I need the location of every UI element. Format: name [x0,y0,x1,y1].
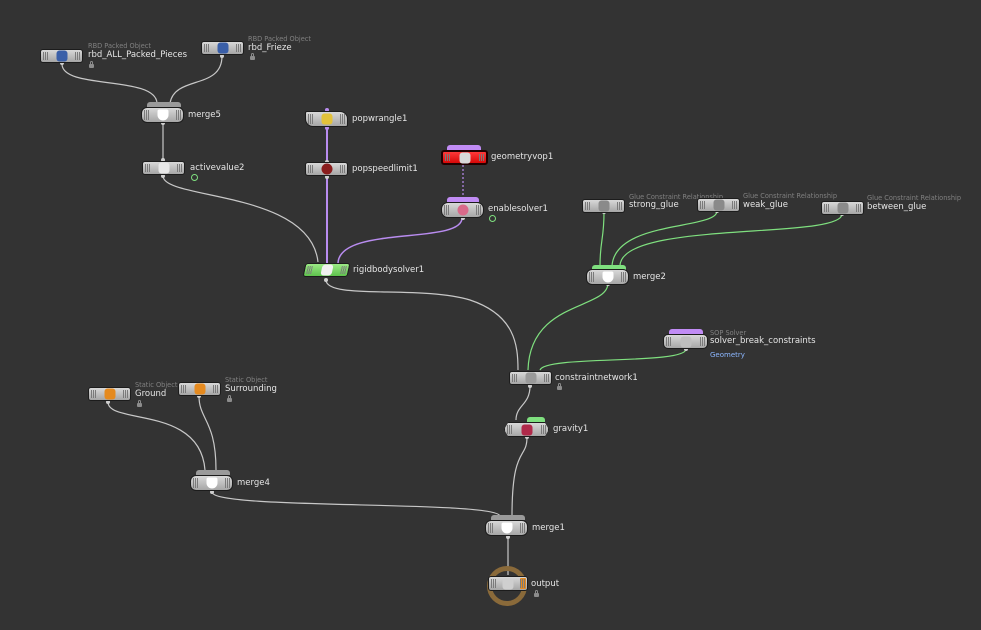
status-flag-icon[interactable] [191,174,198,181]
node-name-label[interactable]: merge5 [188,110,221,120]
sop-solver-icon[interactable] [663,334,708,349]
wire-ground-merge4 [107,401,206,471]
node-name-label[interactable]: gravity1 [553,424,589,434]
wire-enable-rigid [337,217,463,264]
glue-constraint-icon[interactable] [821,201,864,215]
glue-constraint-icon[interactable] [697,198,740,212]
merge-input-bar [491,515,525,520]
wire-gravity-merge1 [511,436,528,517]
merge-icon[interactable] [141,107,184,123]
wrangle-icon[interactable] [305,111,348,127]
node-name-label[interactable]: Ground [135,389,167,399]
node-name-label[interactable]: activevalue2 [190,163,245,173]
lock-icon[interactable] [250,53,255,60]
constraint-network-icon[interactable] [509,371,552,385]
enable-solver-icon[interactable] [441,202,484,218]
wire-rbdall-merge5 [61,63,158,104]
merge-input-bar [147,102,181,107]
wire-weak-merge2 [611,210,718,267]
status-flag-icon[interactable] [489,215,496,222]
node-name-label[interactable]: Surrounding [225,384,277,394]
lock-icon[interactable] [137,400,142,407]
node-name-label[interactable]: strong_glue [629,200,679,210]
merge-icon[interactable] [485,520,528,536]
vop-icon[interactable] [441,150,488,165]
node-name-label[interactable]: merge4 [237,478,270,488]
node-data-label[interactable]: Geometry [710,351,745,359]
merge-input-bar [592,265,626,270]
lock-icon[interactable] [89,61,94,68]
wire-solver-constraint [539,348,687,371]
node-type-label: Glue Constraint Relationship [629,193,724,201]
node-name-label[interactable]: rbd_Frieze [248,43,292,53]
packed-object-icon[interactable] [201,41,244,55]
output-icon[interactable] [488,576,528,591]
wire-merge4-merge1 [211,491,501,517]
node-type-label: SOP Solver [710,329,747,337]
node-name-label[interactable]: enablesolver1 [488,204,548,214]
node-name-label[interactable]: rigidbodysolver1 [353,265,425,275]
wire-rigid-constraint [325,279,519,371]
node-name-label[interactable]: popspeedlimit1 [352,164,418,174]
node-name-label[interactable]: weak_glue [743,200,788,210]
merge-icon[interactable] [190,475,233,491]
node-type-label: RBD Packed Object [88,42,152,50]
node-type-label: Static Object [135,381,178,389]
gravity-icon[interactable] [504,422,549,437]
node-type-label: RBD Packed Object [248,35,312,43]
lock-icon[interactable] [534,590,539,597]
node-name-label[interactable]: rbd_ALL_Packed_Pieces [88,50,188,60]
lock-icon[interactable] [557,383,562,390]
glue-constraint-icon[interactable] [582,199,625,213]
rigid-body-solver-icon[interactable] [302,263,351,277]
lock-icon[interactable] [227,395,232,402]
wire-strong-merge2 [599,211,605,267]
merge-input-bar [196,470,230,475]
node-name-label[interactable]: merge2 [633,272,666,282]
wire-merge2-constraint [527,282,609,371]
static-object-icon[interactable] [178,382,221,396]
solver-input-bar [669,329,703,334]
static-object-icon[interactable] [88,387,131,401]
node-name-label[interactable]: solver_break_constraints [710,336,816,346]
node-name-label[interactable]: popwrangle1 [352,114,408,124]
wire-frieze-merge5 [169,55,223,104]
active-value-icon[interactable] [142,161,185,175]
node-name-label[interactable]: merge1 [532,523,565,533]
node-name-label[interactable]: constraintnetwork1 [555,373,638,383]
solver-input-bar [447,197,479,202]
node-name-label[interactable]: between_glue [867,202,927,212]
packed-object-icon[interactable] [40,49,83,63]
display-flag-icon[interactable] [520,578,526,589]
merge-icon[interactable] [586,269,629,285]
node-type-label: Glue Constraint Relationship [743,192,838,200]
speed-limit-icon[interactable] [305,162,348,176]
wire-surrounding-merge4 [198,395,217,471]
force-input-bar [527,417,545,422]
node-name-label[interactable]: geometryvop1 [491,152,554,162]
node-name-label[interactable]: output [531,579,560,589]
node-type-label: Glue Constraint Relationship [867,194,962,202]
node-type-label: Static Object [225,376,268,384]
wire-constraint-gravity [515,385,531,421]
wire-between-merge2 [619,213,843,267]
vop-input-bar [447,145,481,150]
wire-activevalue-rigid [162,175,319,263]
